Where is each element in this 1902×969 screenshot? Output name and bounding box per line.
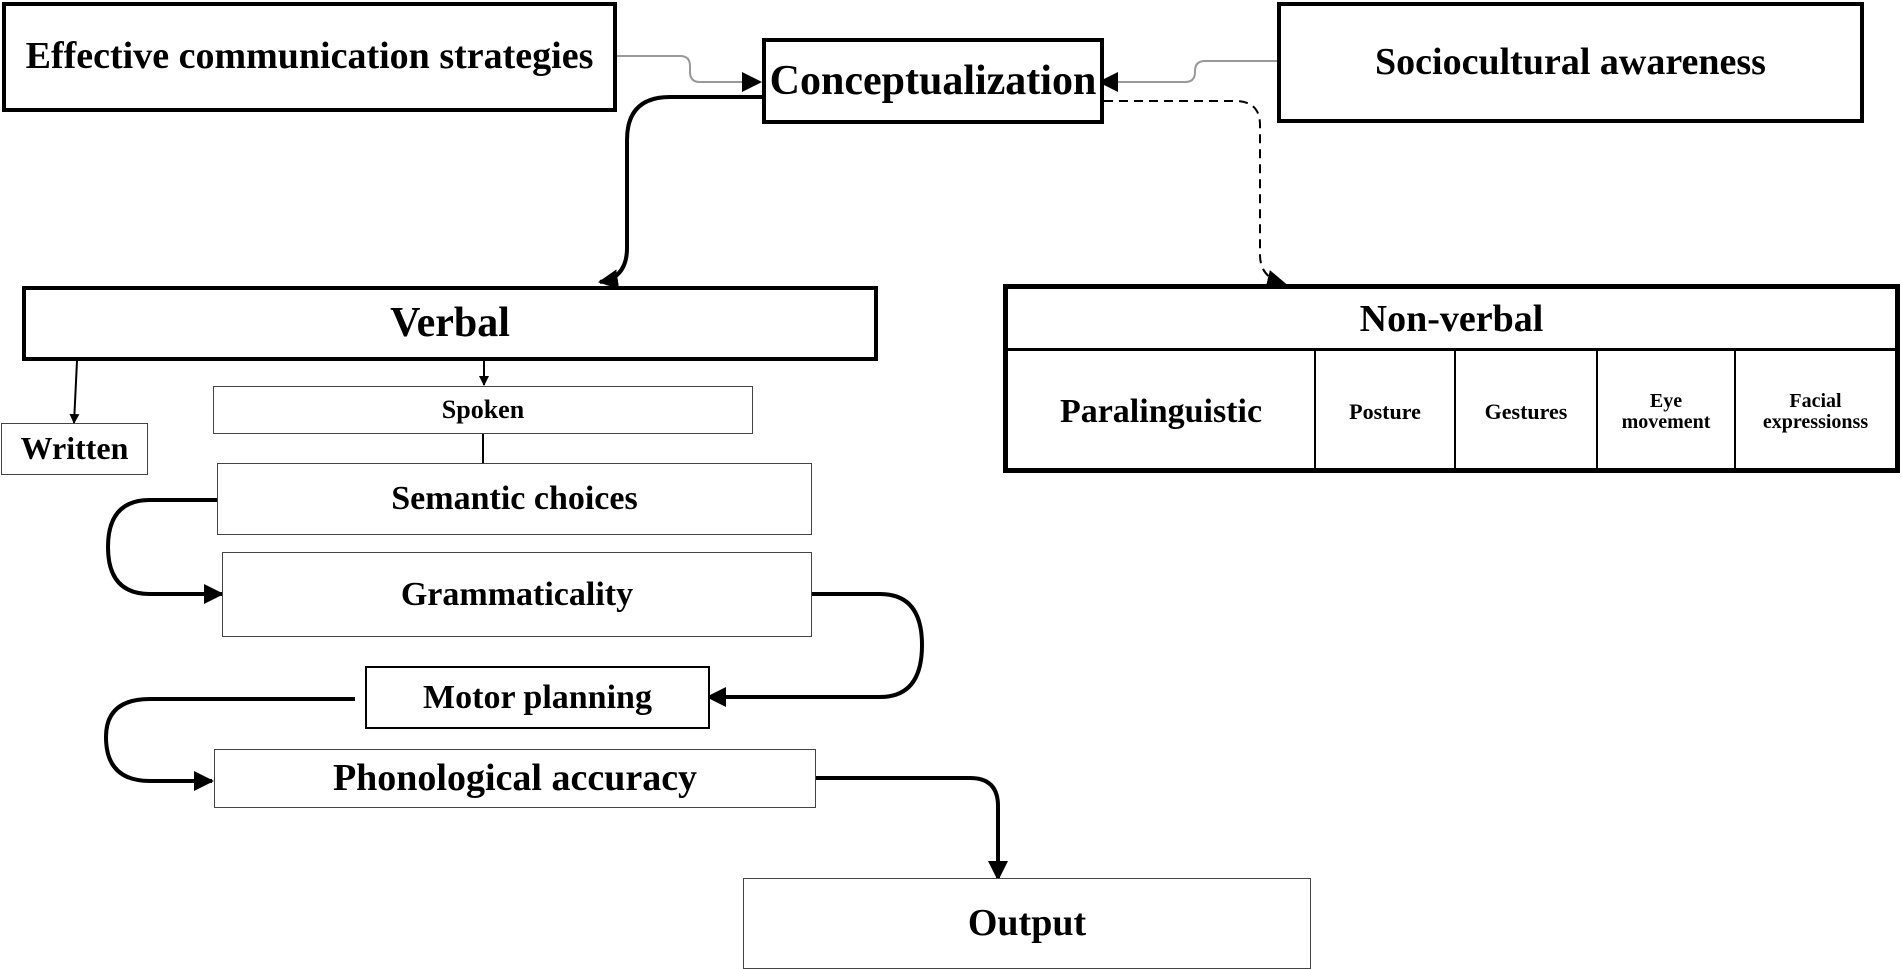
effective-communication-node: Effective communication strategies — [2, 2, 617, 112]
sociocultural-awareness-node: Sociocultural awareness — [1277, 2, 1864, 123]
conceptualization-node: Conceptualization — [762, 38, 1104, 124]
written-node: Written — [1, 423, 148, 475]
nonverbal-cell-paralinguistic: Paralinguistic — [1008, 351, 1316, 473]
edge-grammaticality-to-motor — [706, 592, 925, 707]
edge-sociocultural-to-conceptualization — [1098, 60, 1277, 92]
nonverbal-cell-posture: Posture — [1316, 351, 1456, 473]
motor-planning-node: Motor planning — [365, 666, 710, 729]
nonverbal-cell-eye-movement: Eye movement — [1598, 351, 1736, 473]
phonological-accuracy-node: Phonological accuracy — [214, 749, 816, 808]
edge-conceptualization-to-verbal — [598, 95, 762, 290]
nonverbal-table: Non-verbal Paralinguistic Posture Gestur… — [1003, 284, 1900, 473]
edge-motor-to-phonological — [103, 697, 355, 791]
edge-phonological-to-output — [816, 776, 1008, 881]
spoken-node: Spoken — [213, 386, 753, 434]
nonverbal-title: Non-verbal — [1008, 289, 1895, 351]
edge-effective-to-conceptualization — [617, 55, 762, 92]
output-node: Output — [743, 878, 1311, 969]
nonverbal-cell-facial-expressions: Facial expressionss — [1762, 390, 1869, 433]
grammaticality-node: Grammaticality — [222, 552, 812, 637]
edge-conceptualization-to-nonverbal — [1104, 100, 1287, 290]
edge-semantic-to-grammaticality — [105, 498, 224, 604]
verbal-node: Verbal — [22, 286, 878, 361]
nonverbal-cell-gestures: Gestures — [1456, 351, 1598, 473]
edge-verbal-to-written — [69, 360, 80, 424]
semantic-choices-node: Semantic choices — [217, 463, 812, 535]
